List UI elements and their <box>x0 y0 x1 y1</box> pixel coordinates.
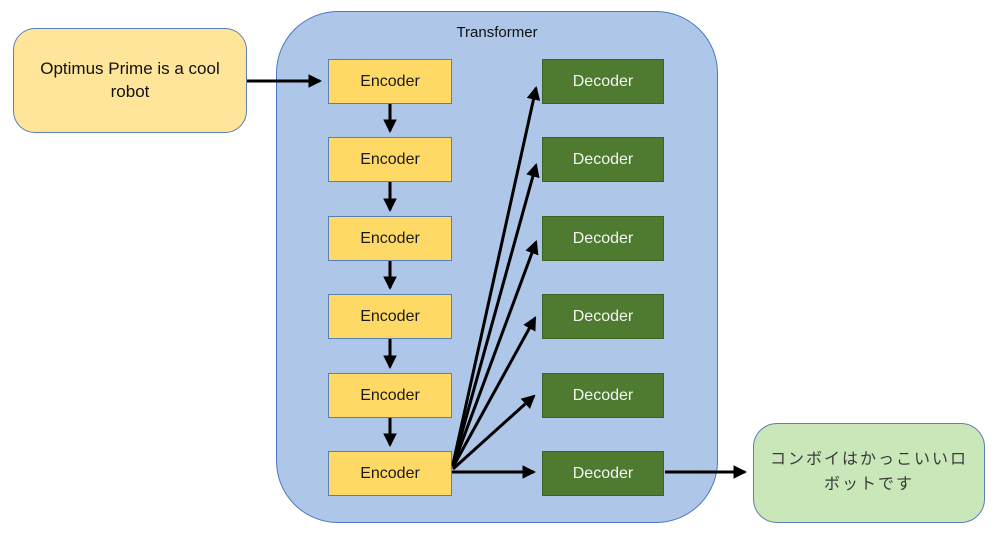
output-text-box: コンボイはかっこいいロボットです <box>753 423 985 523</box>
output-text: コンボイはかっこいいロボットです <box>769 451 968 493</box>
decoder-node-2: Decoder <box>542 137 664 182</box>
decoder-node-4: Decoder <box>542 294 664 339</box>
encoder-label: Encoder <box>360 229 420 247</box>
decoder-label: Decoder <box>572 307 634 325</box>
input-text-box: Optimus Prime is a cool robot <box>13 28 247 133</box>
decoder-node-3: Decoder <box>542 216 664 261</box>
encoder-label: Encoder <box>360 72 420 90</box>
encoder-label: Encoder <box>360 386 420 404</box>
decoder-label: Decoder <box>572 386 634 404</box>
decoder-node-6: Decoder <box>542 451 664 496</box>
decoder-label: Decoder <box>572 229 634 247</box>
input-text: Optimus Prime is a cool robot <box>40 58 220 101</box>
decoder-node-1: Decoder <box>542 59 664 104</box>
decoder-label: Decoder <box>572 150 634 168</box>
encoder-node-2: Encoder <box>328 137 452 182</box>
encoder-node-5: Encoder <box>328 373 452 418</box>
encoder-node-1: Encoder <box>328 59 452 104</box>
decoder-label: Decoder <box>572 464 634 482</box>
decoder-label: Decoder <box>572 72 634 90</box>
encoder-node-4: Encoder <box>328 294 452 339</box>
encoder-label: Encoder <box>360 307 420 325</box>
decoder-node-5: Decoder <box>542 373 664 418</box>
encoder-label: Encoder <box>360 150 420 168</box>
encoder-label: Encoder <box>360 464 420 482</box>
transformer-title: Transformer <box>456 24 538 41</box>
encoder-node-6: Encoder <box>328 451 452 496</box>
encoder-node-3: Encoder <box>328 216 452 261</box>
